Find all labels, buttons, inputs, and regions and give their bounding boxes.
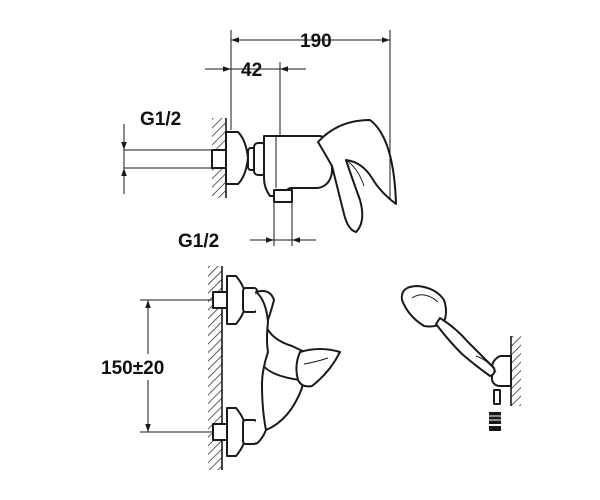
wall-hatch-shower [511, 336, 521, 406]
outlet-stub [273, 189, 293, 203]
front-elevation-view: 150±20 [100, 266, 341, 470]
mixer-body-front-lower [265, 378, 304, 431]
lever-detail-front [303, 357, 329, 365]
dim-label-bg [100, 354, 192, 380]
lever-detail-top [345, 159, 365, 187]
union-nut-lower [242, 419, 258, 445]
wall-hatch-front [208, 266, 222, 470]
side-elevation-view: 190 42 G1/2 G1/2 [121, 30, 397, 252]
escutcheon-flange-top [225, 131, 249, 185]
dim-label-42: 42 [241, 60, 262, 81]
dim-label-spacing: 150±20 [101, 358, 164, 379]
inlet-nipple-lower [212, 423, 228, 441]
hand-shower-view [400, 285, 521, 431]
dim-label-outlet-thread: G1/2 [178, 231, 219, 252]
hose-connector [493, 389, 501, 405]
mixer-body-front-outline [255, 291, 269, 445]
dim-label-190: 190 [300, 31, 332, 52]
shower-head [400, 285, 447, 328]
shower-head-detail [411, 294, 439, 303]
hose-fitting [489, 412, 501, 424]
inlet-nipple-upper [212, 291, 228, 309]
shower-handle [435, 317, 496, 377]
hose-fitting-base [489, 426, 501, 431]
dim-label-inlet-thread: G1/2 [140, 109, 181, 130]
lever-handle-top [317, 119, 397, 233]
inlet-nipple-top [211, 149, 227, 169]
union-nut-upper [242, 287, 258, 313]
shower-handle-detail [475, 355, 497, 373]
lever-handle-front [295, 348, 341, 388]
shower-holder-bracket [491, 355, 512, 387]
